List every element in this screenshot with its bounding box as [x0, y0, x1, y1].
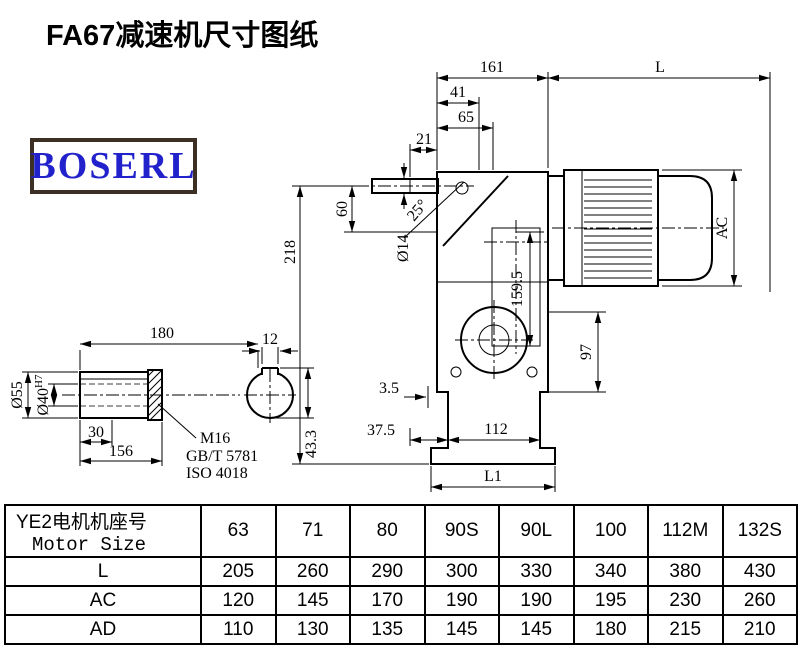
value-cell: 430: [721, 556, 798, 587]
size-col: 90L: [498, 504, 575, 558]
technical-drawing: 161 L 41 65 21 60 218 Ø14 25°: [9, 59, 771, 492]
value-cell: 145: [274, 585, 351, 616]
value-cell: 330: [498, 556, 575, 587]
size-col: 90S: [423, 504, 500, 558]
value-cell: 170: [349, 585, 426, 616]
value-cell: 300: [423, 556, 500, 587]
dim-label-37_5: 37.5: [367, 422, 395, 439]
value-cell: 120: [200, 585, 277, 616]
dim-label-AC: AC: [714, 217, 731, 239]
size-col: 80: [349, 504, 426, 558]
table-row-AC: AC 120 145 170 190 190 195 230 260: [4, 585, 798, 616]
boserl-logo-text: BOSERL: [30, 145, 197, 187]
dim-label-dia55: Ø55: [9, 381, 26, 409]
value-cell: 145: [498, 614, 575, 645]
dim-label-65: 65: [458, 109, 474, 126]
dim-label-97: 97: [578, 344, 595, 360]
table-row-AD: AD 110 130 135 145 145 180 215 210: [4, 614, 798, 645]
keyway-section: [244, 366, 296, 423]
dim-label-21: 21: [416, 131, 432, 148]
main-dimensions: 161 L 41 65 21 60 218 Ø14 25°: [282, 59, 771, 492]
motor-size-header-cell: YE2电机机座号 Motor Size: [4, 504, 202, 558]
dim-label-41: 41: [450, 84, 466, 101]
size-col: 132S: [721, 504, 798, 558]
row-label: AC: [4, 585, 202, 616]
value-cell: 290: [349, 556, 426, 587]
dim-label-3_5: 3.5: [379, 380, 399, 397]
shaft-detail-view: [62, 369, 240, 421]
row-label: L: [4, 556, 202, 587]
value-cell: 230: [647, 585, 724, 616]
table-row-L: L 205 260 290 300 330 340 380 430: [4, 556, 798, 587]
header-en: Motor Size: [32, 533, 147, 556]
dia40-tolerance: H7: [33, 374, 45, 388]
value-cell: 145: [423, 614, 500, 645]
size-col: 71: [274, 504, 351, 558]
value-cell: 190: [498, 585, 575, 616]
motor: [547, 169, 724, 287]
dim-label-dia14: Ø14: [395, 234, 412, 262]
table-header-row: YE2电机机座号 Motor Size 63 71 80 90S 90L 100…: [4, 504, 798, 558]
gearbox-housing: [356, 171, 556, 465]
size-col: 100: [572, 504, 649, 558]
value-cell: 190: [423, 585, 500, 616]
dim-label-159_5: 159.5: [509, 271, 526, 307]
dia40-value: Ø40: [35, 388, 52, 416]
dim-label-180: 180: [150, 325, 174, 342]
dim-label-156: 156: [109, 443, 133, 460]
dim-label-112: 112: [484, 421, 507, 438]
value-cell: 380: [647, 556, 724, 587]
keyway-dimensions: 12 43.3: [242, 331, 320, 458]
standard-label-gb: GB/T 5781: [186, 448, 258, 465]
motor-fins: [584, 179, 652, 279]
header-cn: YE2电机机座号: [16, 511, 147, 533]
value-cell: 180: [572, 614, 649, 645]
value-cell: 260: [274, 556, 351, 587]
dim-label-25deg: 25°: [404, 196, 431, 224]
value-cell: 215: [647, 614, 724, 645]
value-cell: 205: [200, 556, 277, 587]
thread-label-M16: M16: [200, 430, 230, 447]
size-col: 112M: [647, 504, 724, 558]
value-cell: 260: [721, 585, 798, 616]
dim-label-L: L: [655, 59, 665, 76]
value-cell: 130: [274, 614, 351, 645]
dim-label-161: 161: [480, 59, 504, 76]
value-cell: 195: [572, 585, 649, 616]
shaft-dimensions: 180 30 156 Ø55 Ø40H7 M16 GB/T 5781 ISO 4…: [9, 325, 259, 482]
value-cell: 340: [572, 556, 649, 587]
page-title: FA67减速机尺寸图纸: [46, 20, 319, 52]
size-col: 63: [200, 504, 277, 558]
value-cell: 110: [200, 614, 277, 645]
boserl-logo: BOSERL: [30, 138, 197, 194]
standard-label-iso: ISO 4018: [186, 465, 248, 482]
motor-size-table: YE2电机机座号 Motor Size 63 71 80 90S 90L 100…: [4, 504, 798, 645]
dim-label-L1: L1: [484, 468, 502, 485]
thread-hatching: [147, 369, 163, 421]
dim-label-dia40H7: Ø40H7: [33, 374, 52, 416]
value-cell: 135: [349, 614, 426, 645]
dim-label-12: 12: [262, 331, 278, 348]
value-cell: 210: [721, 614, 798, 645]
dim-label-43_3: 43.3: [303, 430, 320, 458]
row-label: AD: [4, 614, 202, 645]
dim-label-60: 60: [334, 201, 351, 217]
dim-label-218: 218: [282, 240, 299, 264]
dim-label-30: 30: [88, 424, 104, 441]
